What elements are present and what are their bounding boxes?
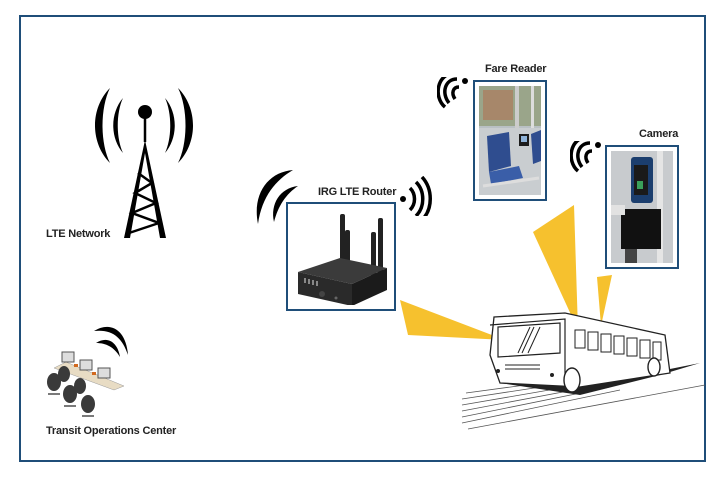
- fare-reader-label: Fare Reader: [485, 63, 547, 75]
- camera-photo-box: [605, 145, 679, 269]
- camera-photo: [611, 151, 673, 263]
- router-icon: [298, 214, 387, 305]
- router-right-wave-icon: [400, 176, 432, 216]
- toc-wave-icon: [94, 326, 128, 357]
- router-label: IRG LTE Router: [318, 186, 397, 198]
- router-left-wave-icon: [256, 170, 298, 224]
- bus-icon: [461, 312, 705, 430]
- cell-tower-icon: [95, 88, 193, 238]
- fare-reader-wave-icon: [437, 77, 468, 109]
- router-to-bus-beam: [400, 300, 505, 340]
- camera-to-bus-beam: [597, 275, 612, 326]
- control-room-icon: [47, 351, 125, 417]
- fare-reader-photo: [479, 86, 541, 195]
- lte-network-label: LTE Network: [46, 228, 111, 240]
- fare-reader-photo-box: [473, 80, 547, 201]
- camera-wave-icon: [570, 141, 601, 173]
- toc-label: Transit Operations Center: [46, 425, 177, 437]
- router-photo-box: [286, 202, 396, 311]
- camera-label: Camera: [639, 128, 679, 140]
- fare-reader-to-bus-beam: [533, 205, 578, 330]
